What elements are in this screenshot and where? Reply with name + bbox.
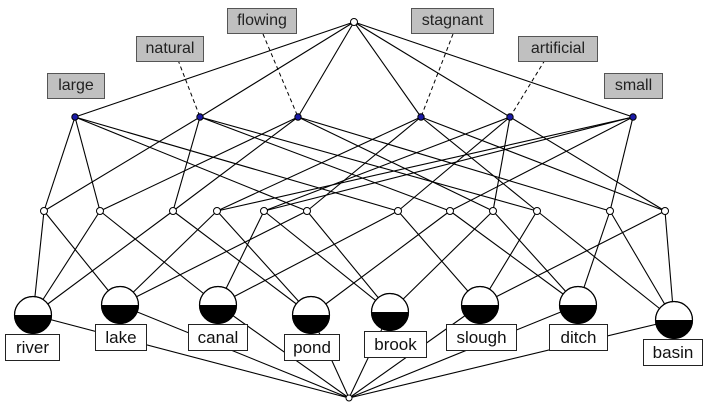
intermediate-concept-node	[260, 207, 268, 215]
intermediate-concept-node	[394, 207, 402, 215]
lattice-edge	[74, 116, 308, 212]
lattice-edge	[172, 116, 201, 212]
lattice-edge	[306, 210, 391, 313]
lattice-edges	[32, 21, 675, 399]
lattice-edge	[492, 116, 511, 212]
object-concept-node	[100, 285, 140, 325]
lattice-edge	[609, 210, 675, 321]
lattice-edge	[199, 116, 538, 212]
lattice-edge	[263, 116, 634, 212]
lattice-edge	[297, 21, 355, 118]
lattice-edge	[509, 116, 666, 212]
object-concept-node	[558, 285, 598, 325]
intermediate-concept-node	[40, 207, 48, 215]
lattice-edge	[43, 210, 121, 306]
object-concept-node	[291, 295, 331, 335]
lattice-edge	[310, 210, 451, 316]
lattice-edge	[119, 210, 308, 306]
object-label-lake: lake	[95, 324, 147, 351]
lattice-edge	[74, 116, 399, 212]
lattice-edge	[492, 210, 579, 306]
lattice-edge	[119, 304, 350, 399]
attribute-concept-node	[506, 113, 514, 121]
attribute-concept-node	[294, 113, 302, 121]
intermediate-concept-node	[533, 207, 541, 215]
attribute-concept-node	[71, 113, 79, 121]
attribute-label-small: small	[604, 73, 663, 99]
lattice-edge	[32, 210, 101, 316]
object-label-brook: brook	[364, 331, 427, 358]
object-label-canal: canal	[188, 324, 248, 351]
intermediate-concept-node	[96, 207, 104, 215]
lattice-edge	[263, 116, 511, 212]
lattice-edge	[216, 210, 312, 316]
intermediate-concept-node	[303, 207, 311, 215]
lattice-edge	[609, 116, 634, 212]
lattice-edge	[353, 21, 422, 118]
lattice-edge	[172, 210, 312, 316]
object-concept-node	[13, 295, 53, 335]
lattice-edge	[397, 116, 511, 212]
object-concept-node	[198, 285, 238, 325]
object-concept-node	[654, 300, 694, 340]
lattice-edge	[348, 319, 675, 399]
lattice-edge	[536, 210, 675, 321]
intermediate-concept-node	[213, 207, 221, 215]
lattice-nodes	[13, 18, 694, 402]
lattice-edge	[420, 116, 666, 212]
attribute-label-artificial: artificial	[518, 36, 598, 62]
object-label-basin: basin	[643, 339, 703, 366]
lattice-edge	[216, 116, 634, 212]
lattice-edge	[43, 116, 201, 212]
lattice-edge	[397, 210, 481, 306]
lattice-edge	[263, 210, 391, 313]
lattice-edge	[99, 116, 299, 212]
lattice-edge	[172, 116, 299, 212]
lattice-edge	[119, 210, 218, 306]
top-concept-node	[350, 18, 358, 26]
lattice-edge	[199, 116, 451, 212]
intermediate-concept-node	[489, 207, 497, 215]
lattice-edge	[74, 116, 101, 212]
lattice-edge	[353, 21, 511, 118]
object-label-river: river	[5, 334, 60, 361]
lattice-edge	[479, 210, 666, 306]
intermediate-concept-node	[446, 207, 454, 215]
attribute-label-natural: natural	[136, 36, 204, 62]
lattice-edge	[420, 116, 538, 212]
object-label-ditch: ditch	[549, 324, 608, 351]
attribute-concept-node	[196, 113, 204, 121]
attribute-concept-node	[417, 113, 425, 121]
lattice-edge	[32, 210, 174, 316]
lattice-edge	[297, 116, 494, 212]
lattice-edge	[217, 210, 399, 306]
attribute-label-large: large	[47, 73, 105, 99]
bottom-concept-node	[345, 394, 353, 402]
lattice-edge	[32, 314, 350, 399]
attribute-concept-node	[629, 113, 637, 121]
lattice-edge	[353, 21, 634, 118]
lattice-edge	[449, 210, 579, 306]
lattice-edge	[74, 21, 355, 118]
lattice-edge	[216, 116, 422, 212]
lattice-edge	[43, 116, 76, 212]
object-concept-node	[370, 292, 410, 332]
lattice-edge	[199, 21, 355, 118]
attribute-label-flowing: flowing	[227, 8, 297, 34]
object-label-pond: pond	[284, 334, 340, 361]
object-concept-node	[460, 285, 500, 325]
lattice-edge	[348, 304, 579, 399]
intermediate-concept-node	[169, 207, 177, 215]
intermediate-concept-node	[606, 207, 614, 215]
attribute-label-stagnant: stagnant	[411, 8, 494, 34]
object-label-slough: slough	[446, 324, 517, 351]
label-connector-lines	[177, 33, 546, 118]
intermediate-concept-node	[661, 207, 669, 215]
lattice-edge	[217, 304, 350, 399]
lattice-edge	[449, 116, 634, 212]
lattice-edge	[99, 210, 219, 306]
